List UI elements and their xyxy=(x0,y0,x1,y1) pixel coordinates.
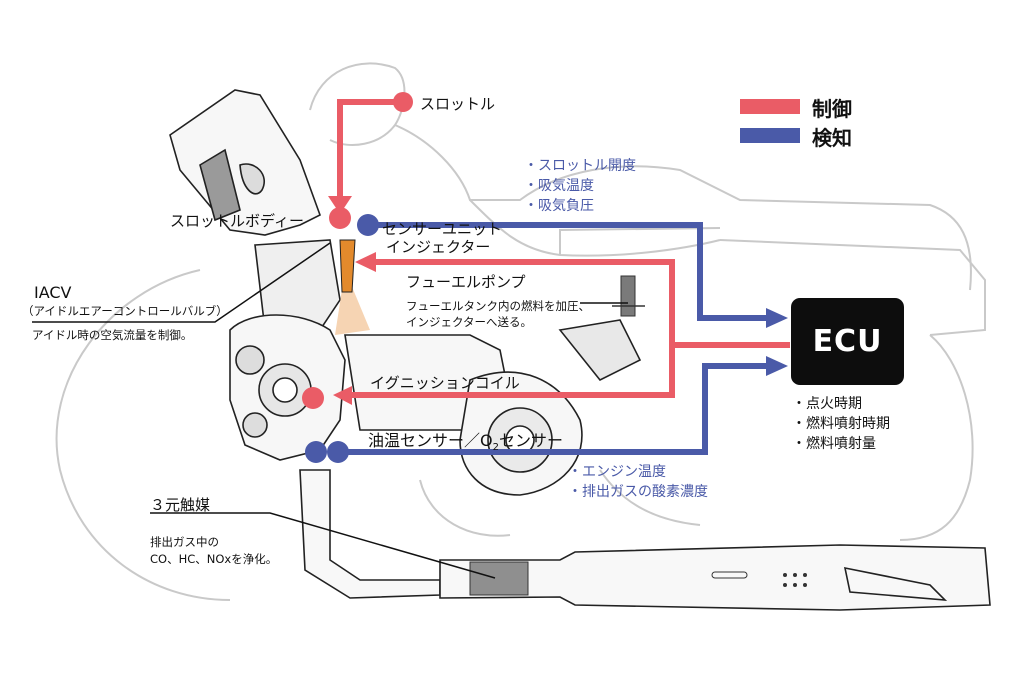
iacv-title: IACV xyxy=(34,283,72,302)
ignition-coil-label: イグニッションコイル xyxy=(370,374,520,392)
fuel-pump-label: フューエルポンプ xyxy=(406,273,526,291)
injector-label: インジェクター xyxy=(386,238,491,256)
ecu-output-injection-timing: ・燃料噴射時期 xyxy=(792,416,890,432)
throttle-body-label: スロットルボディー xyxy=(170,212,304,230)
oil-o2-sensor-label-b: センサー xyxy=(498,431,563,450)
oil-o2-sensor-sub: 2 xyxy=(492,442,499,454)
catalyst-title: ３元触媒 xyxy=(150,496,211,514)
fuel-pump-desc-1: フューエルタンク内の燃料を加圧、 xyxy=(406,299,590,313)
engine-signal-list: ・エンジン温度 ・排出ガスの酸素濃度 xyxy=(568,462,708,502)
ecu-output-list: ・点火時期 ・燃料噴射時期 ・燃料噴射量 xyxy=(792,394,890,454)
control-legend-swatch xyxy=(740,99,800,114)
sensor-unit-label: センサーユニット xyxy=(382,220,503,238)
throttle-label: スロットル xyxy=(420,95,496,113)
detect-legend-swatch xyxy=(740,128,800,143)
iacv-subtitle: （アイドルエアーコントロールバルブ） xyxy=(22,304,228,318)
signal-intake-pressure: ・吸気負圧 xyxy=(524,198,594,214)
ecu-box: ECU xyxy=(791,298,904,385)
ecu-output-injection-amount: ・燃料噴射量 xyxy=(792,436,876,452)
signal-engine-temp: ・エンジン温度 xyxy=(568,464,666,480)
control-legend-label: 制御 xyxy=(812,97,852,121)
signal-intake-temp: ・吸気温度 xyxy=(524,178,594,194)
iacv-desc: アイドル時の空気流量を制御。 xyxy=(32,328,193,342)
sensor-unit-signal-list: ・スロットル開度 ・吸気温度 ・吸気負圧 xyxy=(524,156,636,216)
catalyst-desc-1: 排出ガス中の xyxy=(150,535,219,549)
catalyst-desc-2: CO、HC、NOxを浄化。 xyxy=(150,552,278,566)
signal-exhaust-oxygen: ・排出ガスの酸素濃度 xyxy=(568,484,708,500)
detect-legend-label: 検知 xyxy=(812,126,852,150)
oil-o2-sensor-label-a: 油温センサー／O xyxy=(368,431,493,450)
oil-o2-sensor-label: 油温センサー／O2センサー xyxy=(368,427,563,453)
ecu-output-ignition-timing: ・点火時期 xyxy=(792,396,862,412)
fuel-pump-desc-2: インジェクターへ送る。 xyxy=(406,315,533,329)
signal-throttle-opening: ・スロットル開度 xyxy=(524,158,636,174)
